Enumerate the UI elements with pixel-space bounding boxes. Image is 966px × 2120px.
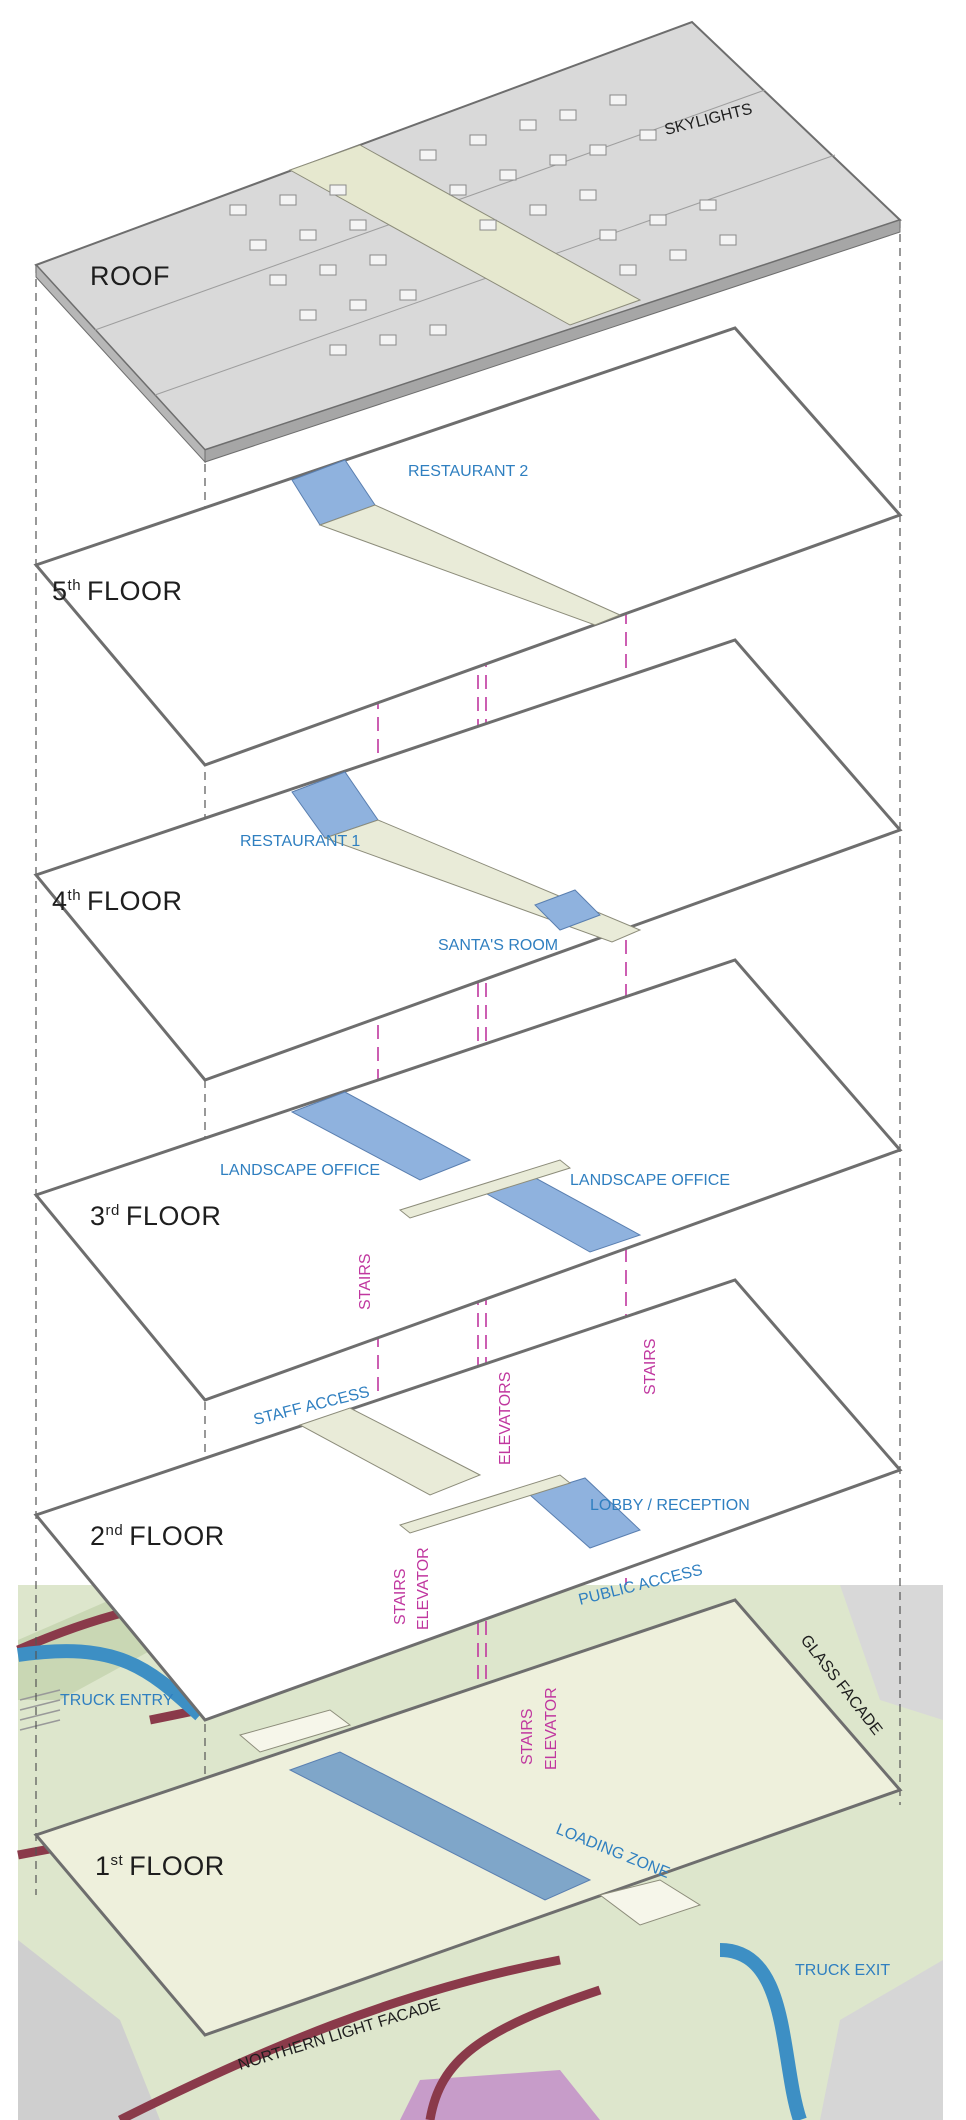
restaurant-1-label: RESTAURANT 1 (240, 833, 360, 850)
loading-zone-strip (288, 1751, 592, 1901)
restaurant-2-label: RESTAURANT 2 (408, 463, 528, 480)
elevators-label: ELEVATORS (497, 1372, 514, 1465)
stairs-right-label: STAIRS (642, 1338, 659, 1395)
landscape-office-right-label: LANDSCAPE OFFICE (570, 1172, 730, 1189)
landscape-office-left-label: LANDSCAPE OFFICE (220, 1162, 380, 1179)
stairs-2f-label: STAIRS (392, 1568, 409, 1625)
roof-slab: ROOF SKYLIGHTS (34, 20, 902, 464)
elevator-2f-label: ELEVATOR (415, 1547, 432, 1630)
stairs-1f-label: STAIRS (519, 1708, 536, 1765)
truck-entry-label: TRUCK ENTRY (60, 1692, 174, 1709)
roof-ridge (288, 144, 642, 326)
landscape-office-left-zone (290, 1091, 472, 1181)
skylight-grid (229, 94, 737, 356)
truck-exit-label: TRUCK EXIT (795, 1962, 890, 1979)
santas-room-label: SANTA'S ROOM (438, 937, 558, 954)
projection-guides (35, 220, 901, 2035)
roof-label: ROOF (90, 261, 170, 291)
river (16, 1644, 205, 1721)
lobby-label: LOBBY / RECEPTION (590, 1497, 750, 1514)
elevator-1f-label: ELEVATOR (543, 1687, 560, 1770)
stairs-left-label: STAIRS (357, 1253, 374, 1310)
